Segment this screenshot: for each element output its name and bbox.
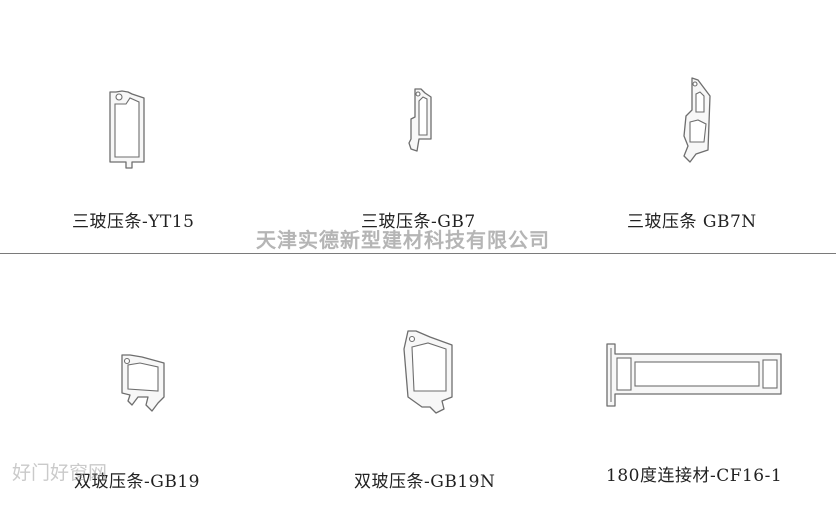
profile-gb19-drawing bbox=[118, 353, 168, 415]
site-watermark: 好门好窗网 bbox=[12, 462, 108, 484]
profile-gb7n-drawing bbox=[680, 76, 716, 164]
caption-gb19: 双玻压条-GB19 bbox=[74, 472, 200, 492]
profile-cf16-1-drawing bbox=[603, 340, 785, 412]
company-watermark: 天津实德新型建材科技有限公司 bbox=[256, 228, 550, 252]
caption-cf16-1: 180度连接材-CF16-1 bbox=[606, 466, 783, 486]
section-divider bbox=[0, 253, 836, 254]
caption-gb7: 三玻压条-GB7 bbox=[361, 212, 476, 232]
caption-yt15: 三玻压条-YT15 bbox=[72, 212, 195, 232]
caption-gb7n: 三玻压条 GB7N bbox=[627, 212, 757, 232]
profile-gb7-drawing bbox=[407, 87, 437, 153]
caption-gb19n: 双玻压条-GB19N bbox=[354, 472, 496, 492]
profile-yt15-drawing bbox=[104, 88, 150, 169]
profile-gb19n-drawing bbox=[402, 327, 456, 415]
